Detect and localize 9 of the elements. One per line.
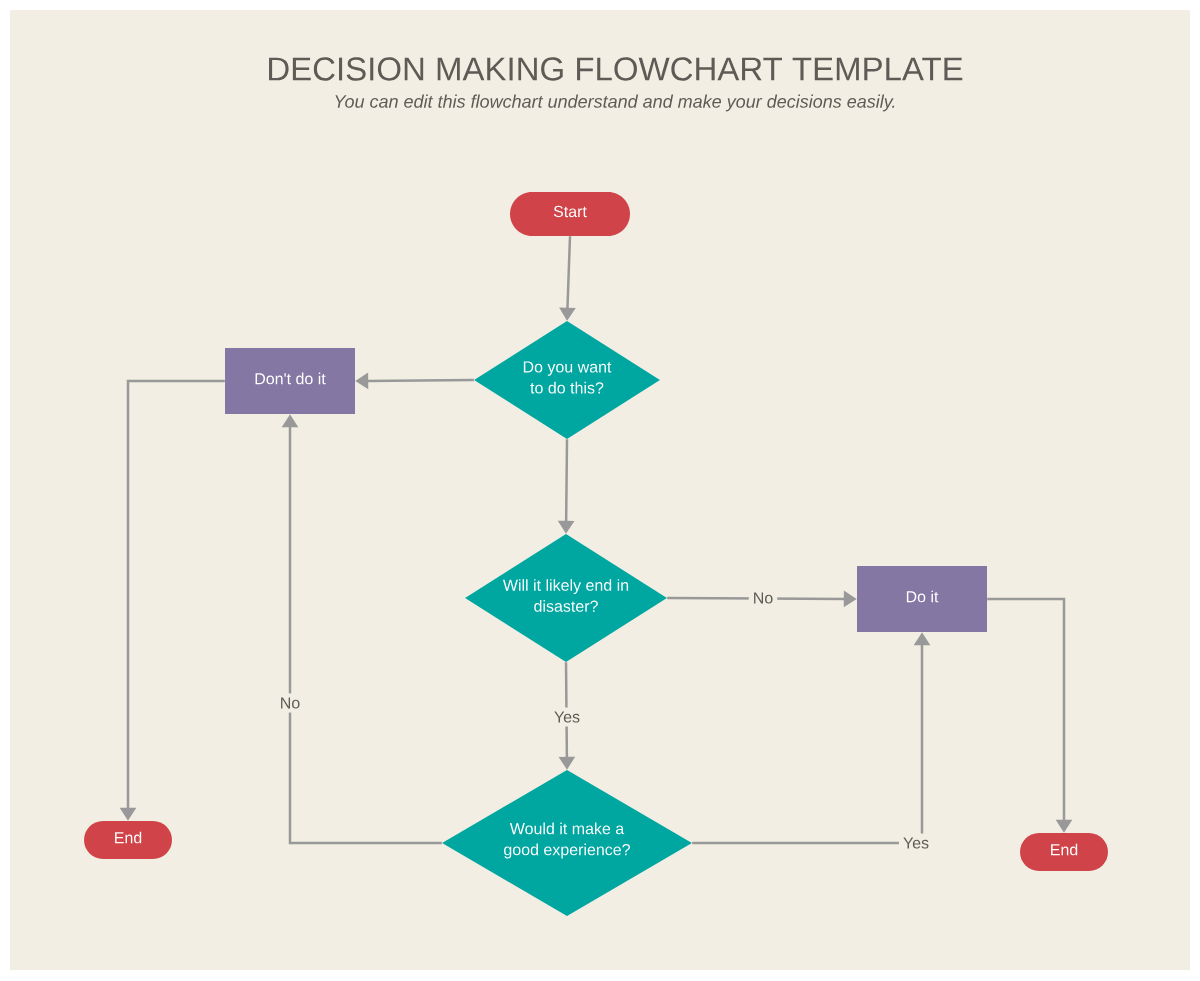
edge-label: Yes: [549, 707, 585, 727]
edge-label: No: [748, 588, 778, 608]
subtitle: You can edit this flowchart understand and make your decisions easily.: [335, 94, 895, 112]
title: DECISION MAKING FLOWCHART TEMPLATE: [269, 57, 963, 81]
edge-label: No: [275, 693, 305, 713]
process-box: Don't do it: [225, 348, 355, 414]
terminal-pill: Start: [510, 192, 630, 236]
edge-label: Yes: [898, 833, 934, 853]
process-box: Do it: [857, 566, 987, 632]
